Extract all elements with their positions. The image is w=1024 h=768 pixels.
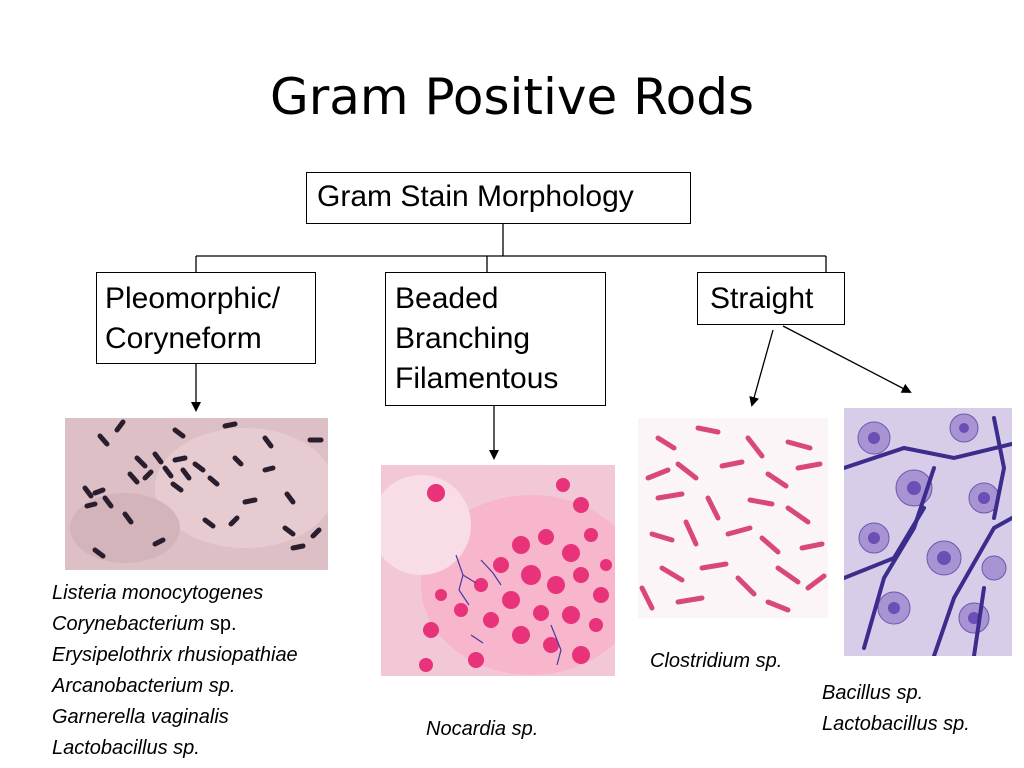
pleomorphic-species-list: Listeria monocytogenes Corynebacterium s… <box>52 578 298 764</box>
bacillus-caption: Bacillus sp. Lactobacillus sp. <box>822 682 970 735</box>
beaded-branching-filamentous-box: Beaded Branching Filamentous <box>385 272 606 406</box>
clostridium-arrow <box>749 329 774 407</box>
page-title: Gram Positive Rods <box>269 68 755 126</box>
beaded-line-3: Filamentous <box>395 362 559 395</box>
species-item: Arcanobacterium sp. <box>52 675 236 697</box>
species-item: Lactobacillus sp. <box>52 737 200 759</box>
root-label: Gram Stain Morphology <box>317 180 634 213</box>
pink-rods-micrograph-icon <box>638 418 828 618</box>
species-item: Erysipelothrix rhusiopathiae <box>52 644 298 666</box>
coryneform-rods-micrograph-icon <box>65 418 328 570</box>
beaded-line-2: Branching <box>395 322 531 355</box>
beaded-line-1: Beaded <box>395 282 499 315</box>
species-item: Listeria monocytogenes <box>52 582 264 604</box>
bacillus-arrow <box>782 325 912 393</box>
straight-line-1: Straight <box>710 282 814 315</box>
pleomorphic-line-1: Pleomorphic/ <box>105 282 281 315</box>
gram-stain-morphology-box: Gram Stain Morphology <box>306 172 691 224</box>
species-item: Garnerella vaginalis <box>52 706 229 728</box>
pleomorphic-line-2: Coryneform <box>105 322 262 355</box>
pleomorphic-coryneform-box: Pleomorphic/ Coryneform <box>96 272 316 364</box>
nocardia-caption: Nocardia sp. <box>426 718 539 740</box>
straight-box: Straight <box>697 272 845 325</box>
purple-chains-micrograph-icon <box>844 408 1012 656</box>
clostridium-caption: Clostridium sp. <box>650 650 783 672</box>
species-item: Corynebacterium sp. <box>52 613 237 635</box>
branching-filaments-micrograph-icon <box>381 465 615 676</box>
